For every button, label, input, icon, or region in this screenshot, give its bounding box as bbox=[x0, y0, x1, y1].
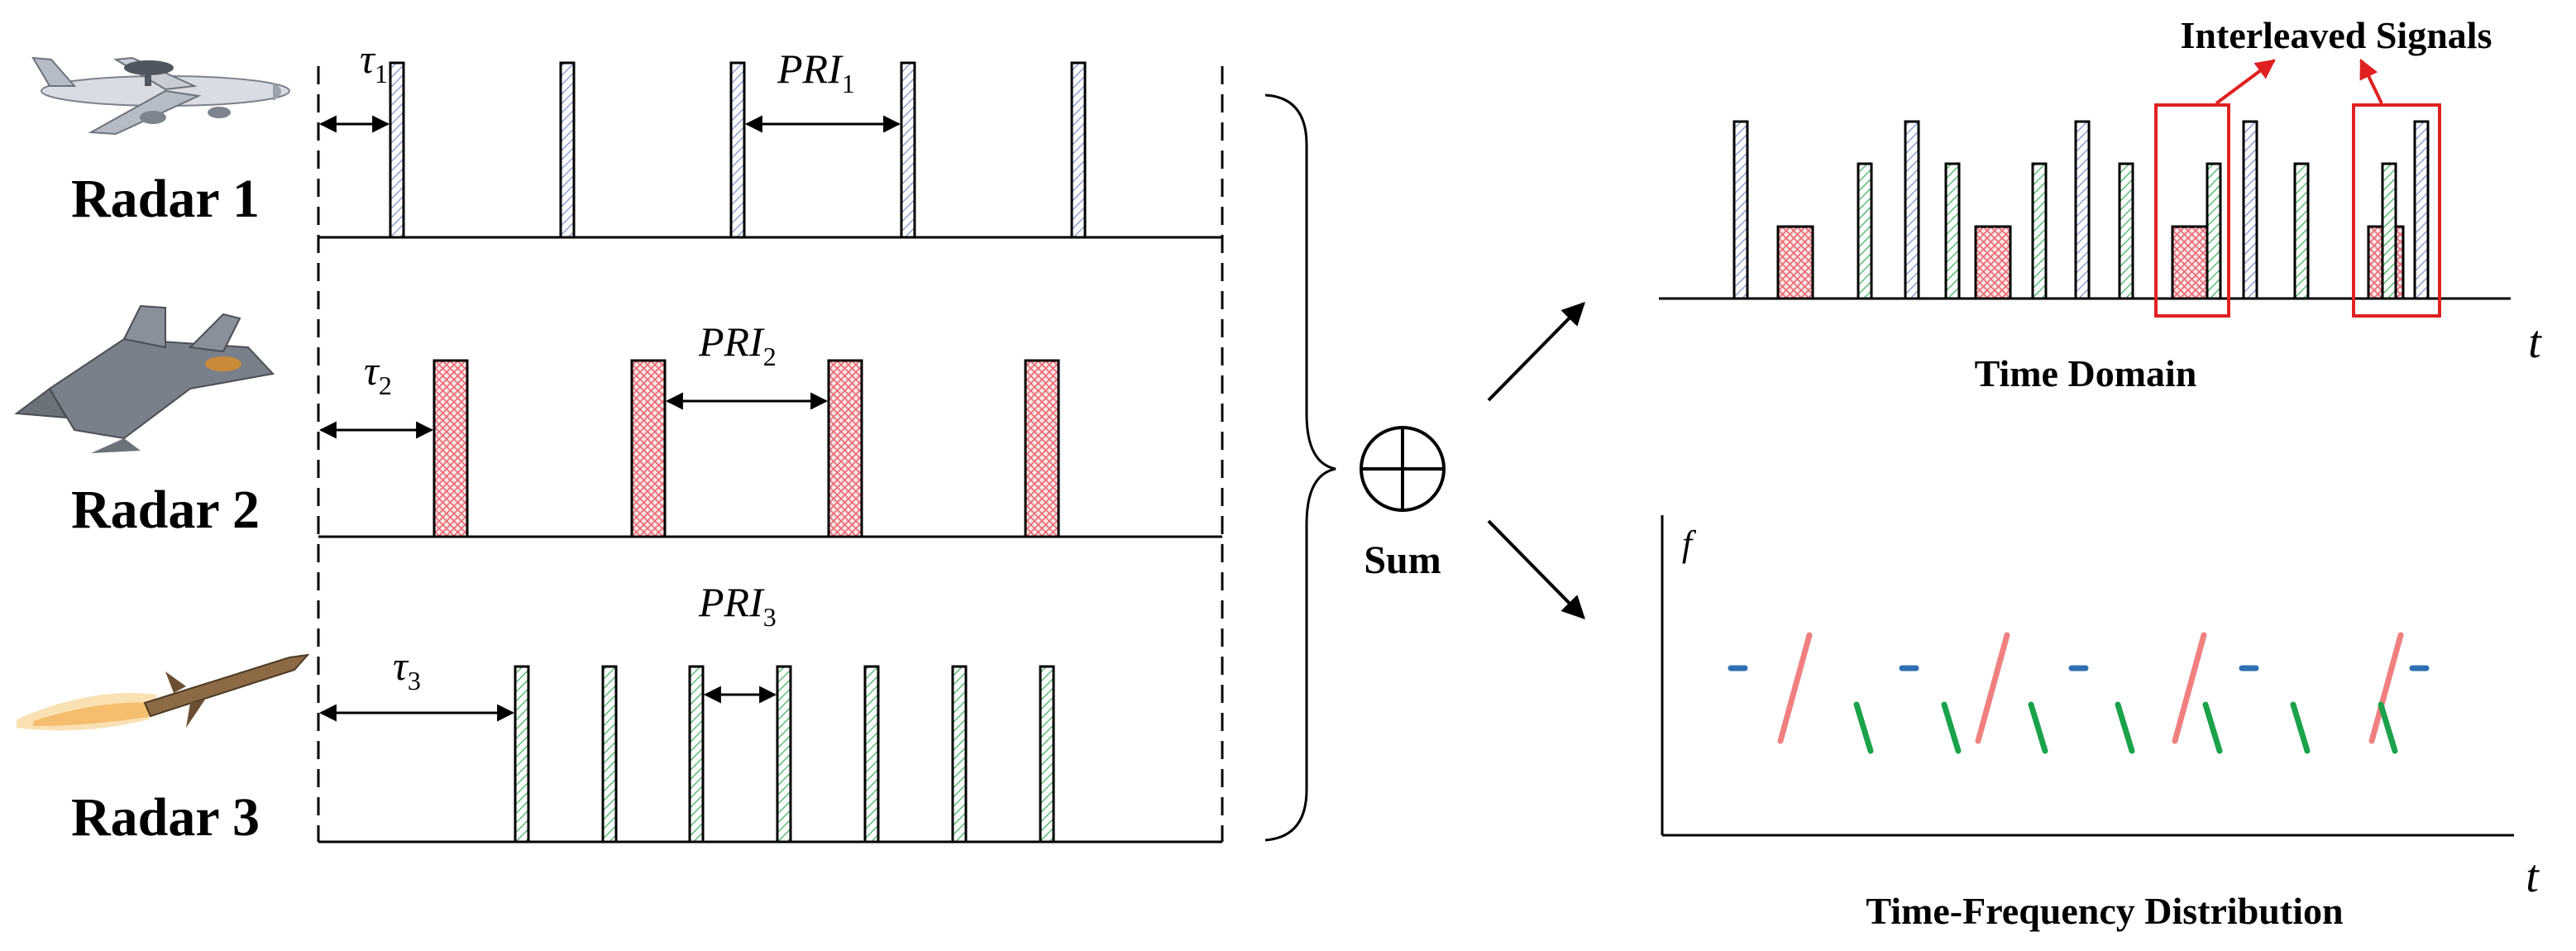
interleaved-radar-1-pulse bbox=[1904, 120, 1920, 300]
time-domain-t-label: t bbox=[2528, 317, 2542, 368]
radar-1-pulse bbox=[900, 61, 916, 239]
tf-radar-2-segment bbox=[1975, 632, 2010, 744]
radar-1-pulse bbox=[729, 61, 746, 239]
interleaved-radar-1-pulse bbox=[2242, 120, 2258, 300]
tf-title: Time-Frequency Distribution bbox=[1866, 890, 2343, 932]
tf-radar-3-segment bbox=[2290, 701, 2311, 754]
interleaved-highlight-box bbox=[2352, 103, 2441, 318]
interleaved-radar-1-pulse bbox=[2413, 120, 2430, 300]
interleaved-radar-2-pulse bbox=[1776, 225, 1814, 300]
radar-3-pulse bbox=[514, 665, 530, 843]
interleaved-radar-2-pulse bbox=[2171, 225, 2209, 300]
interleaved-radar-3-pulse bbox=[2031, 162, 2048, 300]
radar-3-pulse bbox=[951, 665, 968, 843]
missile-icon bbox=[17, 653, 310, 731]
interleaved-radar-3-pulse bbox=[2381, 162, 2397, 300]
awacs-aircraft-icon bbox=[31, 56, 290, 136]
radar-3-label: Radar 3 bbox=[71, 787, 260, 848]
tf-f-label: f bbox=[1682, 523, 1697, 564]
radar-3-pulse bbox=[776, 665, 792, 843]
tf-radar-2-segment bbox=[1777, 632, 1813, 744]
interleaved-radar-3-pulse bbox=[2118, 162, 2134, 300]
radar-2-pulses bbox=[433, 359, 1060, 538]
interleaved-radar-1-pulse bbox=[1732, 120, 1749, 300]
radar-2-pulse bbox=[827, 359, 863, 538]
arrow-to-tf bbox=[1487, 519, 1585, 619]
tf-radar-3-segment bbox=[2115, 701, 2135, 754]
pri-1-label: PRI1 bbox=[777, 45, 855, 98]
tf-radar-3-segment bbox=[1941, 701, 1962, 754]
radar-2-pulse bbox=[1024, 359, 1060, 538]
curly-brace bbox=[1264, 93, 1336, 842]
tf-axes bbox=[1661, 515, 2514, 837]
interleaved-pulses bbox=[1732, 120, 2430, 300]
sum-symbol bbox=[1360, 426, 1446, 512]
tf-t-label: t bbox=[2526, 851, 2540, 902]
tf-red-segments bbox=[1777, 632, 2404, 744]
tf-radar-3-segment bbox=[1853, 701, 1874, 754]
radar-1-label: Radar 1 bbox=[71, 169, 260, 229]
interleaved-radar-3-pulse bbox=[2206, 162, 2222, 300]
tf-green-segments bbox=[1853, 701, 2398, 754]
interleaved-radar-3-pulse bbox=[2293, 162, 2310, 300]
tf-radar-3-segment bbox=[2378, 701, 2398, 754]
tau-2-label: τ2 bbox=[364, 347, 392, 400]
radar-2-label: Radar 2 bbox=[71, 480, 260, 540]
radar-3-pulse bbox=[863, 665, 880, 843]
time-domain-title: Time Domain bbox=[1975, 352, 2197, 394]
radar-2-pulse bbox=[433, 359, 469, 538]
radar-3-pulse bbox=[688, 665, 705, 843]
interleaved-highlight-box bbox=[2154, 103, 2230, 318]
radar-3-pulse bbox=[1039, 665, 1055, 843]
interleaved-radar-2-pulse bbox=[1974, 225, 2012, 300]
radar-1-pulse bbox=[1070, 61, 1087, 239]
radar-3-pulses bbox=[514, 665, 1055, 843]
radar-1-pulse bbox=[389, 61, 405, 239]
arrow-to-time-domain bbox=[1487, 302, 1585, 402]
tau-3-label: τ3 bbox=[393, 643, 421, 695]
tf-radar-2-segment bbox=[2368, 632, 2404, 744]
sum-label: Sum bbox=[1364, 538, 1441, 582]
fighter-jet-icon bbox=[14, 304, 275, 453]
radar-1-pulse bbox=[559, 61, 576, 239]
pri-2-label: PRI2 bbox=[698, 318, 777, 371]
radar-1-pulses bbox=[389, 61, 1087, 239]
radar-3-pulse bbox=[601, 665, 618, 843]
interleaved-signals-label: Interleaved Signals bbox=[2181, 14, 2492, 56]
tau-1-label: τ1 bbox=[360, 36, 388, 88]
interleaved-radar-3-pulse bbox=[1944, 162, 1961, 300]
interleaved-callout: Interleaved Signals bbox=[2154, 14, 2492, 318]
pri-3-label: PRI3 bbox=[698, 579, 777, 632]
tf-radar-3-segment bbox=[2202, 701, 2223, 754]
interleaved-radar-1-pulse bbox=[2074, 120, 2091, 300]
interleaved-radar-3-pulse bbox=[1857, 162, 1873, 300]
radar-2-pulse bbox=[630, 359, 667, 538]
tf-radar-3-segment bbox=[2028, 701, 2048, 754]
tf-radar-2-segment bbox=[2172, 632, 2207, 744]
